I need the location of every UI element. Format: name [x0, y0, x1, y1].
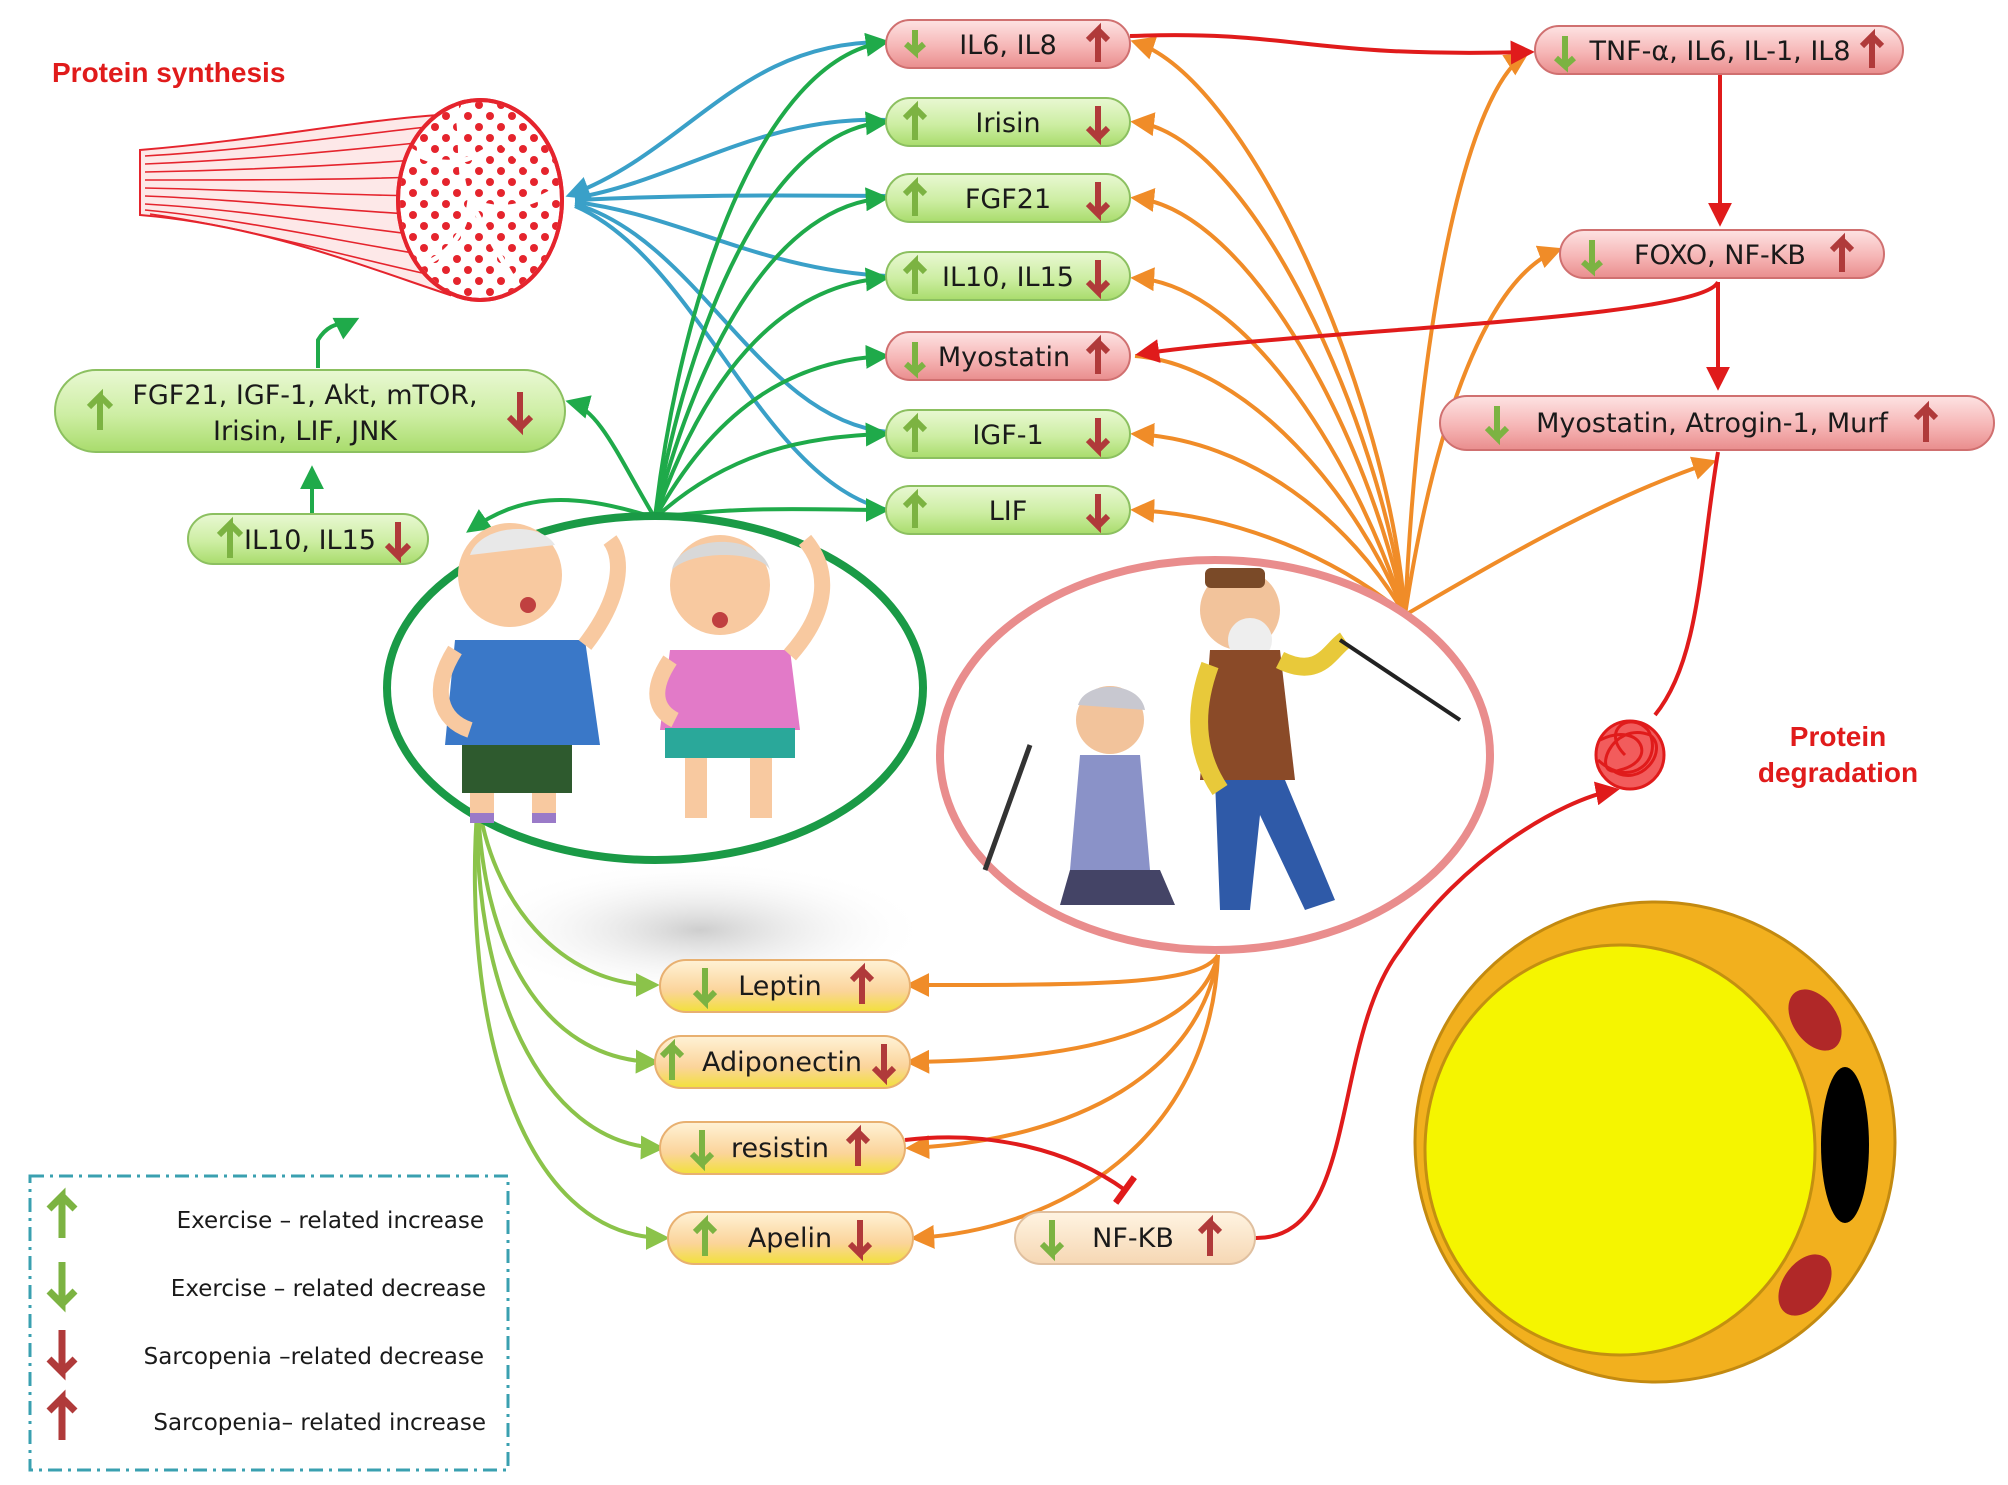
- adipokine-nfkb: NF-KB: [1014, 1211, 1256, 1265]
- arrow-down-icon: [1039, 1220, 1065, 1262]
- legend-text: Sarcopenia– related increase: [153, 1410, 486, 1436]
- arrow-up-icon: [902, 412, 928, 452]
- label-leptin: Leptin: [738, 971, 822, 1002]
- arrow-down-icon: [1554, 36, 1576, 73]
- degradation-cytokines: TNF-α, IL6, IL-1, IL8: [1534, 25, 1904, 75]
- exercising-seniors-illustration: [383, 512, 927, 864]
- arrow-up-icon: [849, 962, 875, 1004]
- arrow-down-icon: [847, 1220, 873, 1262]
- muscle-feedback-arrows: [565, 39, 889, 512]
- label-fgf21: FGF21: [965, 184, 1051, 215]
- legend: Exercise – related increase Exercise – r…: [28, 1174, 510, 1472]
- adipokine-apelin: Apelin: [667, 1211, 914, 1265]
- arrow-down-icon: [384, 522, 412, 564]
- exercise-target-igf1: IGF-1: [885, 409, 1131, 459]
- exercise-adipokine-arrows: [472, 797, 670, 1250]
- arrow-up-icon: [216, 516, 244, 558]
- adipokine-leptin: Leptin: [659, 959, 911, 1013]
- label-il6-il8: IL6, IL8: [959, 30, 1057, 61]
- adipokine-adiponectin: Adiponectin: [654, 1035, 911, 1089]
- arrow-up-icon: [659, 1038, 685, 1080]
- muscle-fiber-illustration: [139, 98, 564, 302]
- arrow-down-icon: [1085, 182, 1111, 222]
- left-il10-il15: IL10, IL15: [187, 513, 429, 565]
- arrow-up-icon: [902, 488, 928, 528]
- degradation-foxo: FOXO, NF-KB: [1559, 229, 1885, 279]
- label-adiponectin: Adiponectin: [702, 1047, 862, 1078]
- arrow-down-icon: [689, 1130, 715, 1172]
- arrow-up-icon: [692, 1214, 718, 1256]
- arrow-down-icon: [871, 1044, 897, 1086]
- arrow-down-icon: [46, 1262, 78, 1313]
- protein-aggregate: [1594, 719, 1666, 791]
- exercise-arrows: [300, 32, 890, 533]
- arrow-up-icon: [86, 388, 114, 430]
- arrow-down-icon: [692, 968, 718, 1010]
- arrow-up-icon: [1859, 28, 1885, 68]
- anabolic-signaling-box: FGF21, IGF-1, Akt, mTOR, Irisin, LIF, JN…: [54, 369, 566, 453]
- arrow-down-icon: [1085, 418, 1111, 458]
- sarcopenia-arrows: [905, 36, 1717, 1249]
- label-resistin: resistin: [731, 1133, 829, 1164]
- exercise-target-il6-il8: IL6, IL8: [885, 19, 1131, 69]
- label-left-il10-il15: IL10, IL15: [244, 525, 376, 556]
- arrow-up-icon: [1197, 1214, 1223, 1256]
- label-signaling-line1: FGF21, IGF-1, Akt, mTOR,: [132, 380, 477, 411]
- arrow-up-icon: [1085, 22, 1111, 62]
- arrow-up-icon: [46, 1187, 78, 1238]
- label-atrogenes: Myostatin, Atrogin-1, Murf: [1536, 408, 1889, 439]
- label-signaling-line2: Irisin, LIF, JNK: [213, 416, 398, 447]
- label-lif: LIF: [989, 496, 1028, 527]
- arrow-up-icon: [1085, 334, 1111, 374]
- adipocyte-illustration: [1413, 900, 1897, 1384]
- arrow-down-icon: [506, 392, 534, 436]
- arrow-down-icon: [904, 30, 926, 59]
- arrow-down-icon: [46, 1330, 78, 1381]
- arrow-up-icon: [845, 1124, 871, 1166]
- legend-item-sarcopenia-decrease: Sarcopenia –related decrease: [46, 1330, 484, 1381]
- adipokine-resistin: resistin: [659, 1121, 906, 1175]
- legend-text: Sarcopenia –related decrease: [144, 1344, 484, 1370]
- arrow-up-icon: [1829, 232, 1855, 272]
- arrow-up-icon: [902, 254, 928, 294]
- degradation-atrogenes: Myostatin, Atrogin-1, Murf: [1439, 395, 1995, 451]
- exercise-target-fgf21: FGF21: [885, 173, 1131, 223]
- protein-degradation-title-line1: Protein: [1790, 721, 1886, 752]
- degradation-arrows: [904, 33, 1732, 1241]
- arrow-down-icon: [1085, 494, 1111, 534]
- sarcopenia-seniors-illustration: [936, 556, 1494, 954]
- arrow-down-icon: [1085, 260, 1111, 300]
- label-foxo: FOXO, NF-KB: [1634, 240, 1806, 271]
- arrow-down-icon: [1581, 240, 1603, 277]
- exercise-target-il10-il15: IL10, IL15: [885, 251, 1131, 301]
- arrow-down-icon: [1085, 106, 1111, 146]
- label-myostatin: Myostatin: [938, 342, 1070, 373]
- label-igf1: IGF-1: [972, 420, 1043, 451]
- label-irisin: Irisin: [975, 108, 1040, 139]
- protein-synthesis-title: Protein synthesis: [52, 57, 285, 88]
- legend-item-exercise-decrease: Exercise – related decrease: [46, 1262, 486, 1313]
- label-cytokines: TNF-α, IL6, IL-1, IL8: [1588, 36, 1850, 67]
- arrow-down-icon: [1484, 406, 1510, 446]
- label-nfkb: NF-KB: [1092, 1223, 1174, 1254]
- exercise-target-lif: LIF: [885, 485, 1131, 535]
- exercise-target-irisin: Irisin: [885, 97, 1131, 147]
- arrow-up-icon: [1913, 400, 1939, 442]
- protein-degradation-title-line2: degradation: [1758, 757, 1918, 788]
- arrow-up-icon: [46, 1389, 78, 1440]
- legend-item-exercise-increase: Exercise – related increase: [46, 1187, 484, 1238]
- arrow-up-icon: [902, 176, 928, 216]
- arrow-up-icon: [902, 100, 928, 140]
- exercise-target-myostatin: Myostatin: [885, 331, 1131, 381]
- label-apelin: Apelin: [748, 1223, 832, 1254]
- label-il10-il15: IL10, IL15: [942, 262, 1074, 293]
- arrow-down-icon: [904, 342, 926, 379]
- legend-item-sarcopenia-increase: Sarcopenia– related increase: [46, 1389, 486, 1440]
- legend-text: Exercise – related decrease: [171, 1276, 486, 1302]
- legend-text: Exercise – related increase: [177, 1208, 484, 1234]
